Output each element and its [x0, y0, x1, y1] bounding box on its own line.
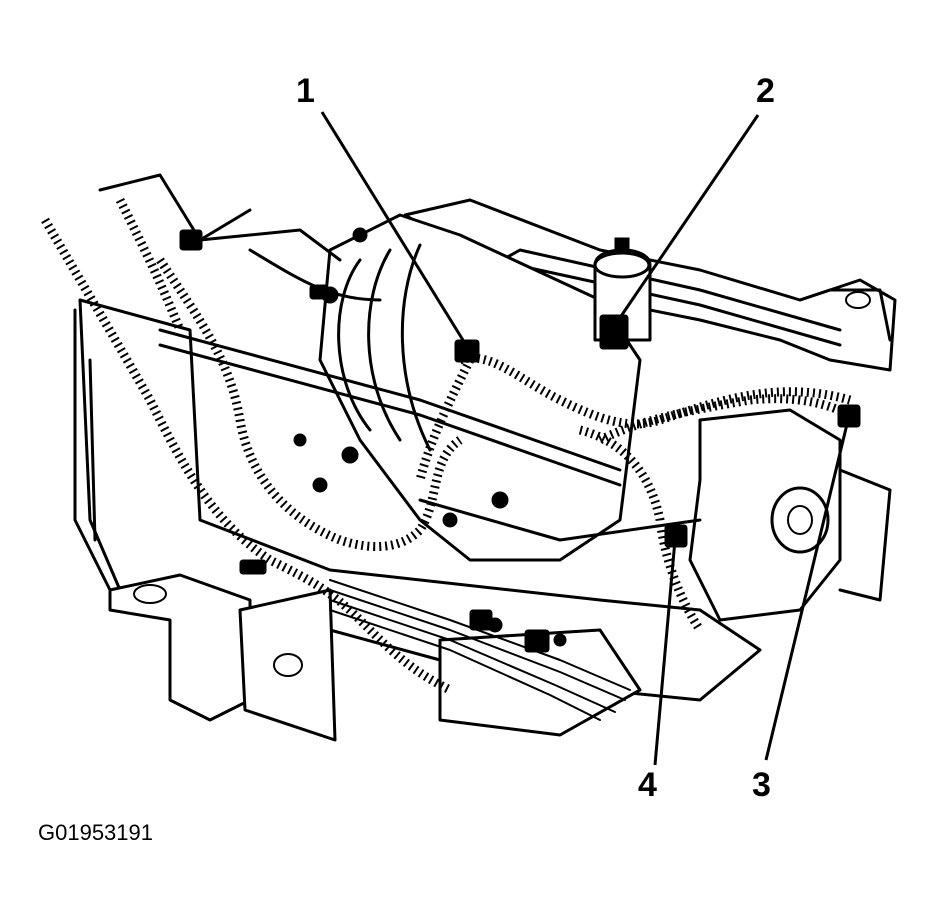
callout-3-leader	[764, 419, 850, 761]
callout-1-label: 1	[296, 72, 315, 110]
figure-reference-id: G01953191	[38, 820, 153, 845]
callout-3-label: 3	[752, 766, 771, 804]
callout-leaders	[320, 111, 850, 766]
callout-2-leader	[613, 114, 760, 326]
callout-4-leader	[653, 539, 677, 766]
wire-bundle	[329, 579, 631, 721]
wiring-harness	[41, 197, 853, 695]
callout-2-label: 2	[756, 72, 775, 110]
callout-4-label: 4	[638, 766, 657, 804]
callout-1-leader	[320, 111, 468, 346]
connectors	[179, 229, 861, 653]
